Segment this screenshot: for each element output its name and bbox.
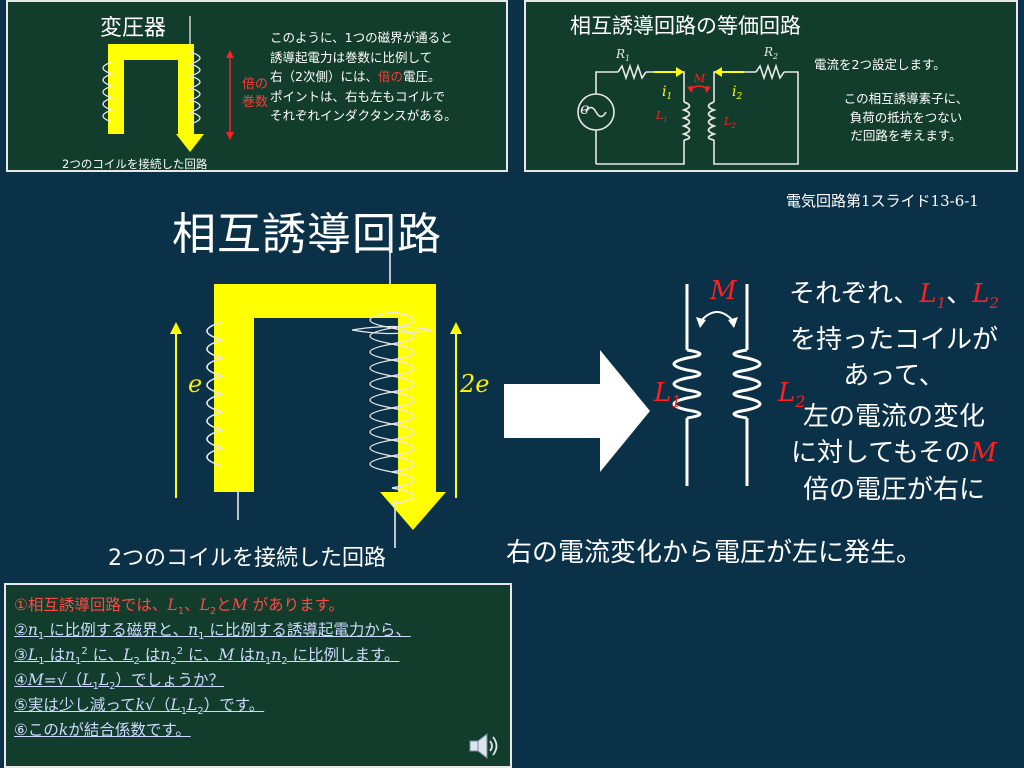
- transformer-panel: 変圧器 倍の巻数 このように、1つの磁界が通ると 誘導起電力は巻数に比例して 右…: [6, 0, 508, 172]
- current-setting-note: 電流を2つ設定します。: [814, 57, 946, 72]
- note-5[interactable]: ⑤実は少し減ってk√（L1L2）です。: [14, 696, 265, 718]
- mutual-induction-explanation: それぞれ、L1、L2 を持ったコイルが あって、 左の電流の変化 に対してもその…: [789, 279, 999, 505]
- slide-number: 電気回路第1スライド13-6-1: [786, 192, 979, 210]
- transformer-mini-diagram: [102, 16, 234, 152]
- note-2[interactable]: ②n1 に比例する磁界と、n1 に比例する誘導起電力から、: [14, 621, 411, 643]
- equivalent-circuit-panel: 相互誘導回路の等価回路 R1 R2 M i1 i2 e L1 L2 電流を2つ: [524, 0, 1018, 172]
- load-resistor-note: この相互誘導素子に、負荷の抵抗をつないだ回路を考えます。: [843, 91, 969, 143]
- note-3[interactable]: ③L1 はn12 に、L2 はn22 に、M はn1n2 に比例します。: [14, 645, 400, 668]
- inductance-l2-label: L2: [778, 378, 806, 412]
- page-title: 相互誘導回路: [172, 209, 442, 260]
- transformer-explanation: このように、1つの磁界が通ると 誘導起電力は巻数に比例して 右（2次側）には、倍…: [270, 30, 457, 123]
- voltage-2e-label: 2e: [460, 370, 490, 398]
- transformer-caption: 2つのコイルを接続した回路: [62, 157, 208, 171]
- note-1: ①相互誘導回路では、L1、L2とM があります。: [14, 596, 345, 618]
- mutual-inductance-label: M: [710, 276, 737, 306]
- svg-text:R2: R2: [763, 45, 778, 61]
- notes-panel: ①相互誘導回路では、L1、L2とM があります。 ②n1 に比例する磁界と、n1…: [4, 583, 512, 768]
- svg-text:L2: L2: [723, 115, 736, 130]
- svg-text:e: e: [580, 99, 589, 118]
- svg-text:i2: i2: [732, 84, 742, 102]
- note-4[interactable]: ④M=√（L1L2）でしょうか？: [14, 671, 225, 693]
- speaker-icon[interactable]: [468, 731, 498, 761]
- voltage-e-label: e: [188, 370, 203, 398]
- turns-ratio-label: 倍の巻数: [241, 77, 268, 110]
- svg-text:R1: R1: [615, 47, 630, 63]
- diagram-caption: 2つのコイルを接続した回路: [108, 546, 386, 571]
- svg-text:M: M: [693, 72, 706, 85]
- mutual-induction-conclusion: 右の電流変化から電圧が左に発生。: [506, 538, 923, 568]
- equivalent-circuit-diagram: R1 R2 M i1 i2 e L1 L2: [577, 45, 799, 165]
- equivalent-circuit-title: 相互誘導回路の等価回路: [570, 14, 801, 38]
- svg-text:L1: L1: [655, 109, 668, 124]
- note-6[interactable]: ⑥このkが結合係数です。: [14, 721, 191, 739]
- svg-text:i1: i1: [662, 84, 672, 102]
- transformer-title: 変圧器: [100, 16, 167, 41]
- inductance-l1-label: L1: [654, 378, 682, 412]
